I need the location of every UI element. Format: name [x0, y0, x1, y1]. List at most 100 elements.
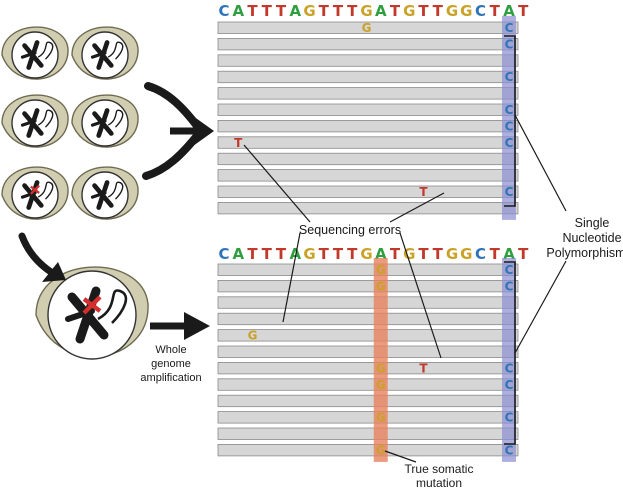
- read-bar: [217, 120, 519, 133]
- reference-base: A: [232, 2, 244, 20]
- snp-band: [502, 258, 516, 462]
- reference-base: G: [446, 2, 458, 20]
- snp-band: [502, 16, 516, 220]
- snp-label-line-3: Polymorphism: [546, 246, 623, 260]
- read-bar: [217, 152, 519, 166]
- reference-base: A: [289, 2, 301, 20]
- reference-base: T: [390, 245, 401, 263]
- callout-lines: [243, 114, 567, 463]
- reference-base: T: [262, 2, 273, 20]
- reference-base: G: [360, 2, 372, 20]
- read-bar: [217, 136, 519, 149]
- reference-base: G: [446, 245, 458, 263]
- reference-base: G: [460, 245, 472, 263]
- reference-base: T: [319, 2, 330, 20]
- wga-label-line-1: Whole: [155, 344, 186, 356]
- read-bar: [217, 185, 519, 198]
- reference-base: T: [490, 2, 501, 20]
- read-bar: [217, 263, 519, 276]
- read-base: G: [376, 263, 386, 277]
- somatic-label-line-2: mutation: [416, 476, 462, 489]
- cell-grid: [1, 26, 139, 220]
- reference-base: G: [403, 2, 415, 20]
- read-base: C: [505, 185, 514, 199]
- single-cell: [71, 26, 139, 80]
- reference-base: T: [319, 245, 330, 263]
- read-base: C: [505, 70, 514, 84]
- reference-base: A: [375, 2, 387, 20]
- read-bar: [217, 296, 519, 309]
- reference-base: C: [475, 245, 486, 263]
- reference-base: T: [333, 2, 344, 20]
- read-bar: [217, 70, 519, 84]
- read-base: C: [505, 103, 514, 117]
- snp-bracket-top: [504, 35, 516, 207]
- snp-label: Single Nucleotide Polymorphism: [546, 216, 623, 260]
- somatic-mutation-band: [373, 258, 388, 462]
- reference-base: G: [403, 245, 415, 263]
- read-base: C: [505, 119, 514, 133]
- reference-base: C: [218, 245, 229, 263]
- reference-base: T: [518, 2, 529, 20]
- reference-base: C: [475, 2, 486, 20]
- read-base: C: [505, 378, 514, 392]
- reference-base: A: [503, 2, 515, 20]
- read-base: C: [505, 263, 514, 277]
- reference-base: G: [460, 2, 472, 20]
- reference-base: T: [490, 245, 501, 263]
- wga-label: Whole genome amplification: [140, 344, 201, 384]
- reference-base: T: [347, 245, 358, 263]
- read-base: T: [234, 136, 243, 150]
- read-base: C: [505, 279, 514, 293]
- reference-base: T: [247, 2, 258, 20]
- read-base: C: [505, 411, 514, 425]
- reference-base: G: [360, 245, 372, 263]
- reference-base: T: [333, 245, 344, 263]
- read-bar: [217, 103, 519, 116]
- mutation-mark: [30, 184, 40, 195]
- reference-base: T: [418, 2, 429, 20]
- read-base: C: [505, 21, 514, 35]
- read-bar: [217, 427, 519, 440]
- read-base: T: [419, 185, 428, 199]
- read-bar: [217, 443, 519, 457]
- merge-arrow: [142, 82, 214, 180]
- reference-base: T: [390, 2, 401, 20]
- snp-label-line-1: Single: [575, 216, 610, 230]
- read-base: G: [362, 21, 372, 35]
- read-base: G: [376, 279, 386, 293]
- read-base: T: [419, 361, 428, 375]
- sequencing-errors-label: Sequencing errors: [299, 223, 401, 237]
- read-bar: [217, 394, 519, 408]
- read-base: C: [505, 136, 514, 150]
- reference-base: C: [218, 2, 229, 20]
- read-bar: [217, 345, 519, 358]
- down-arrow: [18, 232, 66, 282]
- read-bar: [217, 411, 519, 424]
- single-cell: [1, 26, 69, 80]
- somatic-mutation-label: True somatic mutation: [405, 462, 474, 489]
- read-bar: [217, 87, 519, 100]
- read-bar: [217, 21, 519, 34]
- mutation-mark: [82, 295, 102, 315]
- reference-base: T: [276, 2, 287, 20]
- read-base: G: [376, 411, 386, 425]
- reference-base: T: [262, 245, 273, 263]
- reference-base: T: [247, 245, 258, 263]
- reference-base: T: [518, 245, 529, 263]
- somatic-label-line-1: True somatic: [405, 462, 474, 476]
- reference-base: T: [433, 2, 444, 20]
- read-bar: [217, 329, 519, 342]
- reference-base: G: [303, 245, 315, 263]
- reference-base: T: [347, 2, 358, 20]
- read-bar: [217, 312, 519, 326]
- reference-base: T: [276, 245, 287, 263]
- read-base: C: [505, 37, 514, 51]
- reference-base: T: [418, 245, 429, 263]
- reference-base: T: [433, 245, 444, 263]
- read-base: C: [505, 443, 514, 457]
